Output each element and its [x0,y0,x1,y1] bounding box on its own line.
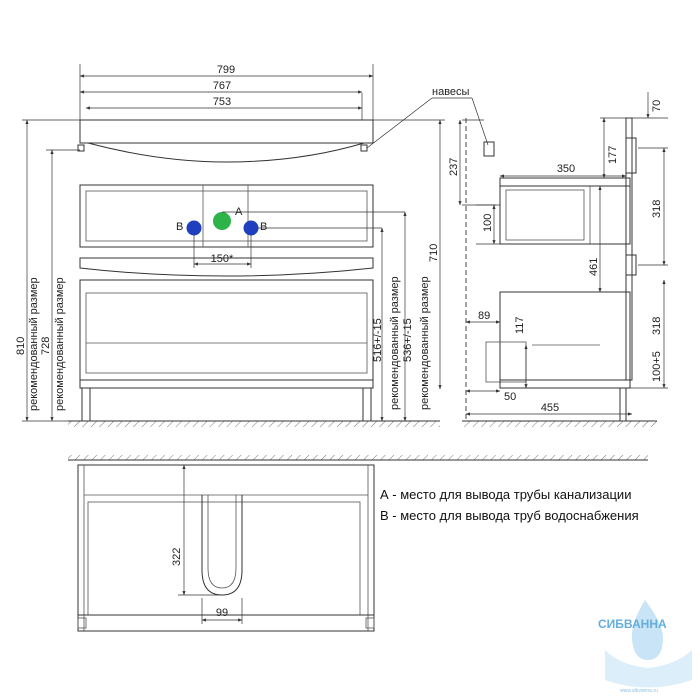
dim-237: 237 [448,158,460,176]
leg-left [81,387,91,422]
floor-hatch-front [68,421,440,427]
dim-810: 810 [15,337,27,355]
dim-753: 753 [213,96,231,108]
hinges-leader-side [471,97,489,146]
label-b-left: B [176,221,183,233]
watermark-site: www.sibvanna.ru [620,688,658,694]
dim-100p5: 100+5 [651,351,663,382]
dim-767: 767 [213,80,231,92]
hinges-label: навесы [432,86,470,98]
plan-view: 322 99 [68,455,648,632]
side-lower-cabinet [499,291,631,381]
side-front-mid [625,254,637,276]
upper-basin-curve [87,142,365,163]
side-plinth [499,379,631,389]
dim-50: 50 [504,391,516,403]
legend-a: А - место для вывода трубы канализации [380,487,631,502]
recommended-728: рекомендованный размер [54,277,66,411]
water-drop-icon [631,600,664,660]
dim-728: 728 [40,337,52,355]
hinge-right [360,144,368,152]
dim-322: 322 [171,548,183,566]
top-panel [79,119,374,144]
recommended-536: рекомендованный размер [419,276,431,410]
side-front-upper [625,137,637,174]
dim-461: 461 [588,258,600,276]
dim-177: 177 [607,146,619,164]
marker-b-left [186,220,202,236]
marker-b-right [243,220,259,236]
dim-455: 455 [541,402,559,414]
floor-hatch-side [462,421,657,427]
dim-100: 100 [482,214,494,232]
dim-710: 710 [428,244,440,262]
dim-117: 117 [514,316,526,334]
plan-drawer [87,501,361,616]
marker-a [213,212,231,230]
watermark-brand: СИБВАННА [598,617,667,631]
recommended-516: рекомендованный размер [389,276,401,410]
upper-cabinet [79,184,374,248]
side-upper-box [505,189,585,241]
dim-318a: 318 [651,200,663,218]
label-b-right: B [260,221,267,233]
wall-hatch-plan [68,455,648,460]
bathtub-icon [605,650,692,688]
side-lower-box [485,341,527,383]
basin [79,257,374,277]
plinth [79,379,374,389]
watermark-logo: СИБВАННА www.sibvanna.ru [598,600,692,694]
lower-cabinet [79,279,374,381]
side-hinge [483,141,495,157]
dim-89: 89 [478,310,490,322]
hinges-leader-front [366,97,433,149]
side-leg [619,387,627,422]
dim-150: 150* [211,253,234,265]
side-view: 70 318 318 100+5 177 350 237 100 461 89 [448,92,668,427]
dim-318b: 318 [651,317,663,335]
dim-350: 350 [557,163,575,175]
dim-99: 99 [216,607,228,619]
side-back-panel [625,117,633,381]
dim-536: 536+/-15 [402,318,414,362]
dim-70: 70 [651,100,663,112]
side-top-board [499,177,631,187]
lower-drawer-front [85,292,368,374]
leg-right [362,387,372,422]
front-view: 799 767 753 B A B 150* 810 рекомендованн… [15,64,445,427]
hinge-left [77,144,85,152]
dim-516: 516+/-15 [372,318,384,362]
plan-u-cutout-inner [207,495,237,589]
upper-cabinet-inner [85,190,368,242]
legend-b: В - место для вывода труб водоснабжения [380,508,639,523]
hinges-callout: навесы [366,86,489,149]
plan-foot-right [365,617,375,629]
side-upper-cabinet [499,185,631,245]
recommended-810: рекомендованный размер [28,277,40,411]
plan-foot-left [77,617,87,629]
dim-799: 799 [217,64,235,76]
